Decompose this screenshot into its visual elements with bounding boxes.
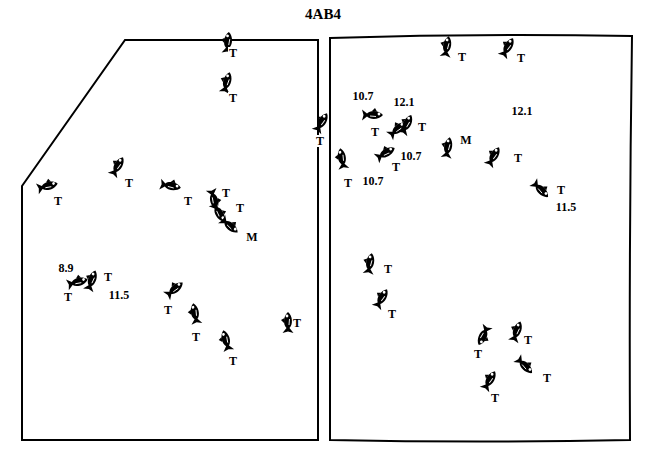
fish-code: T: [63, 291, 73, 303]
fish-code: M: [459, 134, 472, 146]
size-value: 10.7: [362, 175, 385, 187]
fish-code: T: [103, 271, 113, 283]
fish-code: T: [556, 184, 566, 196]
fish-code: T: [383, 263, 393, 275]
fish-code: T: [457, 51, 467, 63]
size-value: 11.5: [555, 201, 577, 213]
fish-code: T: [523, 334, 533, 346]
fish-code: T: [228, 92, 238, 104]
fish-group: [36, 31, 553, 392]
fish-code: T: [391, 161, 401, 173]
fish-code: T: [228, 47, 238, 59]
right-panel: [330, 35, 632, 442]
fish-code: T: [53, 195, 63, 207]
size-value: 8.9: [58, 262, 75, 274]
fish-code: T: [191, 331, 201, 343]
fish-code: T: [490, 392, 500, 404]
fish-code: T: [228, 355, 238, 367]
fish-code: T: [124, 177, 134, 189]
fish-code: T: [370, 126, 380, 138]
fish-code: T: [473, 348, 483, 360]
fish-code: T: [221, 187, 231, 199]
size-value: 12.1: [511, 105, 534, 117]
fish-code: T: [417, 121, 427, 133]
fish-code: T: [387, 308, 397, 320]
size-value: 11.5: [108, 289, 130, 301]
fish-code: T: [542, 372, 552, 384]
size-value: 10.7: [400, 150, 423, 162]
fish-code: T: [163, 304, 173, 316]
diagram-title: 4AB4: [305, 6, 341, 22]
left-panel: [22, 40, 318, 440]
fish-code: T: [235, 202, 245, 214]
size-value: 12.1: [393, 96, 416, 108]
size-value: 10.7: [352, 90, 375, 102]
fish-code: T: [315, 135, 325, 147]
fish-code: T: [292, 317, 302, 329]
fish-code: T: [516, 52, 526, 64]
fish-code: M: [245, 231, 258, 243]
fish-code: T: [513, 152, 523, 164]
fish-code: T: [343, 177, 353, 189]
fish-code: T: [183, 195, 193, 207]
